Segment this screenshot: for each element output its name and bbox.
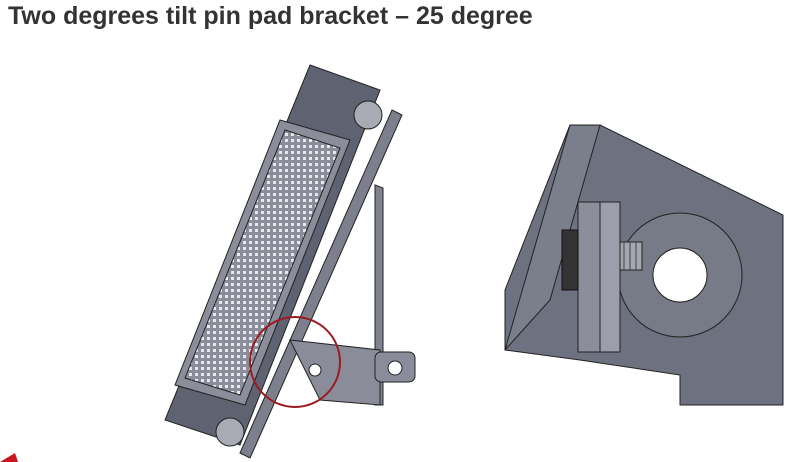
bracket-detail-closeup-image (504, 124, 784, 406)
pin-pad-side-view-image (164, 64, 416, 459)
red-accent-shape (0, 453, 18, 462)
detail-highlight-circle (249, 316, 341, 408)
slide-title: Two degrees tilt pin pad bracket – 25 de… (8, 2, 533, 30)
